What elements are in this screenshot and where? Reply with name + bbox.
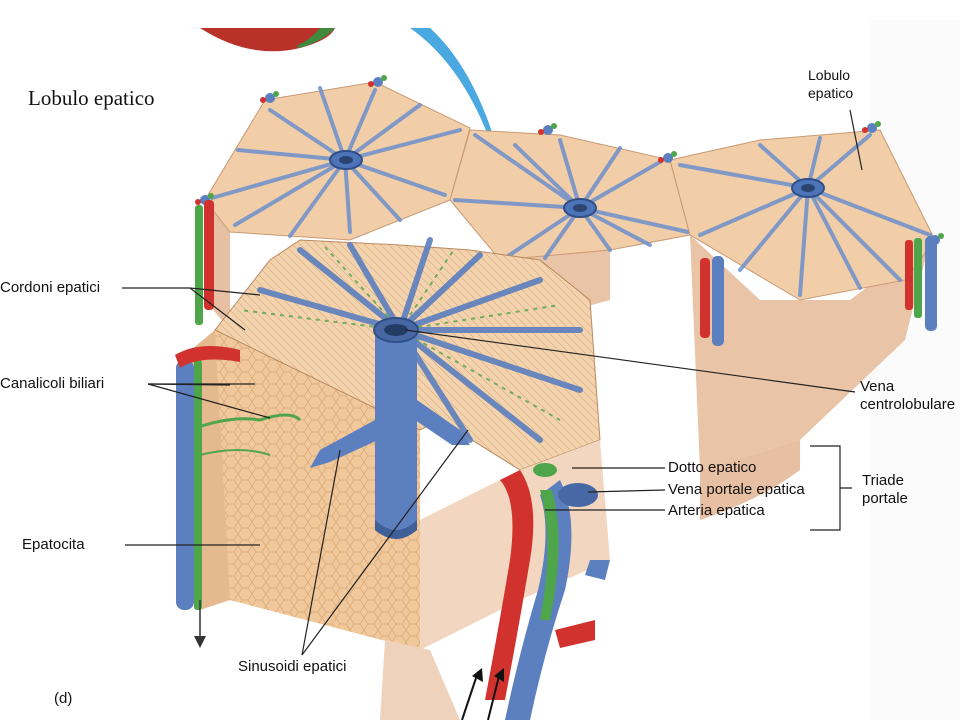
portal-triad-lower xyxy=(461,463,610,720)
label-arteria-epatica: Arteria epatica xyxy=(668,502,765,519)
label-lobulo-epatico-line1: Lobulo xyxy=(808,67,851,83)
lobule-right xyxy=(669,129,936,520)
lobule-left-back xyxy=(204,81,471,330)
corner-vessels-right xyxy=(195,200,937,346)
label-triade-portale: Triade portale xyxy=(862,472,908,508)
panel-letter: (d) xyxy=(54,690,73,707)
label-vena-centrolobulare-line2: centrolobulare xyxy=(860,396,956,413)
label-canalicoli-biliari: Canalicoli biliari xyxy=(0,375,105,392)
label-epatocita: Epatocita xyxy=(22,536,85,553)
label-triade-portale-line1: Triade xyxy=(862,472,904,489)
label-cordoni-epatici: Cordoni epatici xyxy=(0,279,101,296)
label-sinusoidi-epatici: Sinusoidi epatici xyxy=(238,658,347,675)
label-lobulo-epatico-line2: epatico xyxy=(808,85,854,101)
label-lobulo-epatico: Lobulo epatico xyxy=(808,66,853,102)
background-page-texture xyxy=(870,20,960,720)
leader-lines xyxy=(122,109,863,656)
triad-bracket xyxy=(810,445,852,531)
page-title: Lobulo epatico xyxy=(22,84,161,113)
label-dotto-epatico: Dotto epatico xyxy=(668,459,757,476)
label-vena-centrolobulare: Vena centrolobulare xyxy=(860,378,955,414)
liver-organ-green xyxy=(296,28,335,48)
label-vena-portale-epatica: Vena portale epatica xyxy=(668,481,805,498)
label-vena-centrolobulare-line1: Vena xyxy=(860,378,895,395)
label-triade-portale-line2: portale xyxy=(862,490,908,507)
left-portal-vessels xyxy=(175,346,240,648)
